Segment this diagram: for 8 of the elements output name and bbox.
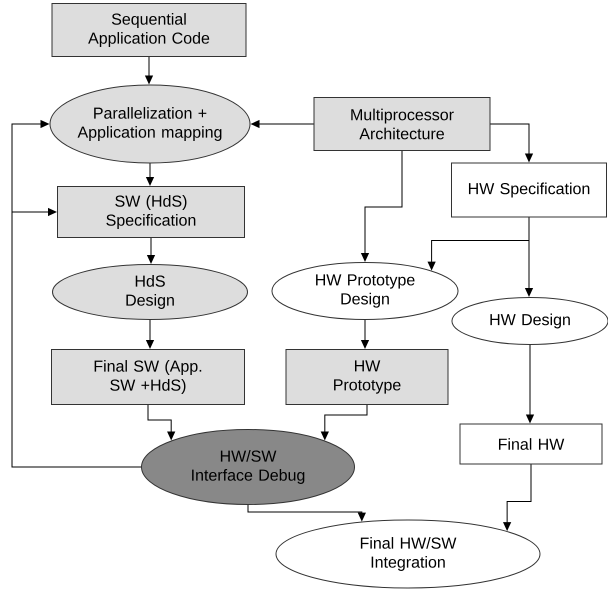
process-box: HW Prototype [286,349,448,405]
arrow [12,208,142,468]
process-box: Sequential Application Code [52,3,246,57]
process-box: HW Specification [451,162,607,218]
process-box: SW (HdS) Specification [57,186,245,238]
process-box: Final SW (App. SW +HdS) [51,349,245,405]
process-box: Multiprocessor Architecture [314,97,490,151]
process-box: Final HW [460,424,602,464]
